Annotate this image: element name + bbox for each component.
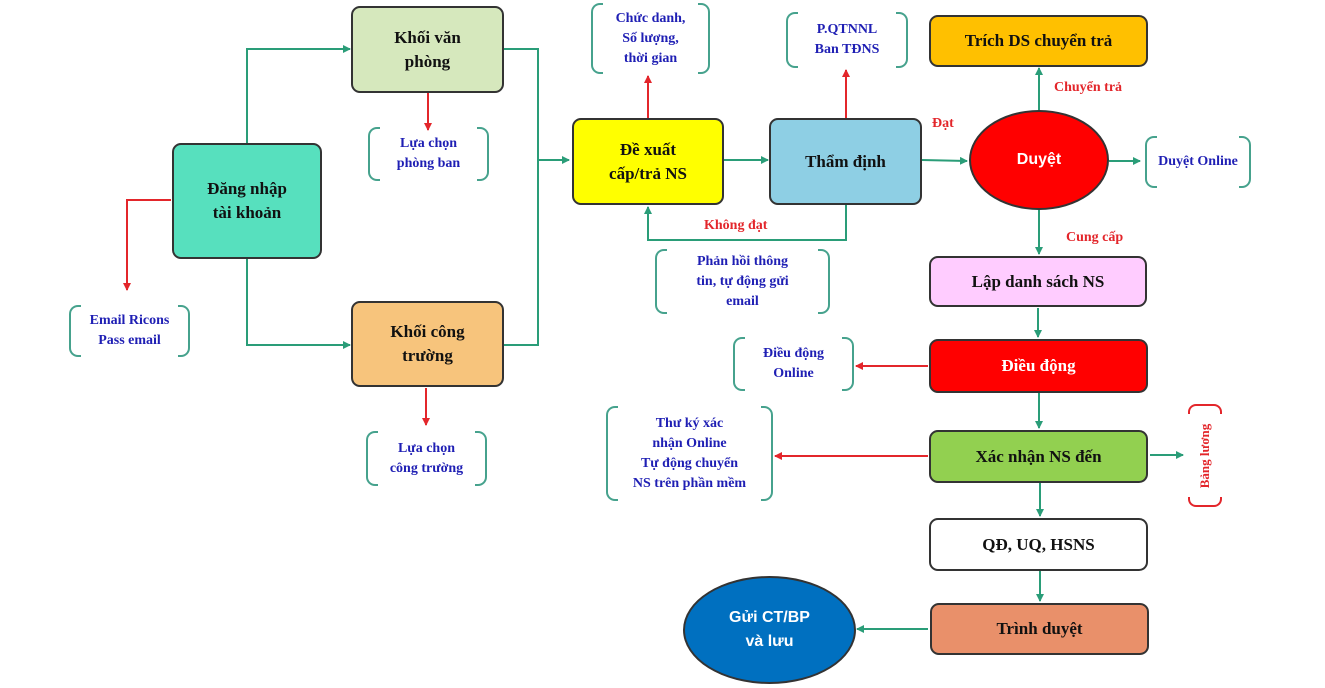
note-dieu-dong-online: Điều động Online [733,337,854,391]
edge-login-to-email [123,199,171,291]
edge-site-to-proposal [504,160,539,346]
node-gui-ct: Gửi CT/BP và lưu [683,576,856,684]
note-duyet-online: Duyệt Online [1145,136,1251,188]
node-khoi-cong-truong: Khối công trường [351,301,504,387]
note-bang-luong-text: Bảng lương [1197,423,1212,488]
note-chuc-danh: Chức danh, Số lượng, thời gian [591,3,710,74]
node-dieu-dong: Điều động [929,339,1148,393]
node-dang-nhap: Đăng nhập tài khoản [172,143,322,259]
note-email: Email Ricons Pass email [69,305,190,357]
node-duyet: Duyệt [969,110,1109,210]
label-dat: Đạt [932,116,954,131]
edge-login-to-office [246,45,351,143]
label-khong-dat: Không đạt [704,218,768,233]
edge-login-to-site [246,259,351,349]
note-bang-luong: Bảng lương [1188,404,1222,507]
label-cung-cap: Cung cấp [1066,230,1124,245]
node-xac-nhan: Xác nhận NS đến [929,430,1148,483]
node-khoi-van-phong: Khối văn phòng [351,6,504,93]
node-trinh-duyet: Trình duyệt [930,603,1149,655]
node-lap-danh-sach: Lập danh sách NS [929,256,1147,307]
note-pqtnnl: P.QTNNL Ban TĐNS [786,12,908,68]
note-phan-hoi: Phản hồi thông tin, tự động gửi email [655,249,830,314]
node-tham-dinh: Thẩm định [769,118,922,205]
note-lua-chon-phong-ban: Lựa chọn phòng ban [368,127,489,181]
note-thu-ky: Thư ký xác nhận Online Tự động chuyển NS… [606,406,773,501]
edge-appraisal-fail-back [644,205,847,241]
node-qd-uq: QĐ, UQ, HSNS [929,518,1148,571]
edge-appraisal-to-approve [921,156,968,165]
edge-office-to-proposal [504,48,570,164]
note-lua-chon-cong-truong: Lựa chọn công trường [366,431,487,486]
node-de-xuat: Đề xuất cấp/trả NS [572,118,724,205]
label-chuyen-tra: Chuyển trả [1054,80,1123,95]
node-trich-ds: Trích DS chuyển trả [929,15,1148,67]
